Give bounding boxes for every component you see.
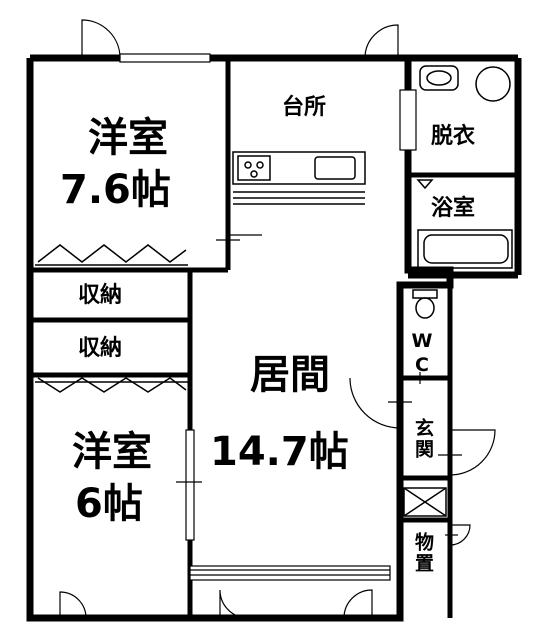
interior-walls — [30, 58, 518, 618]
storage-2-label: 収納 — [78, 336, 123, 361]
bath-label: 浴室 — [431, 196, 476, 221]
closet-marks — [35, 244, 188, 393]
doors — [59, 19, 496, 619]
shoe-box-mark — [403, 487, 447, 517]
western-room-bottom-size: 6帖 — [75, 481, 143, 527]
windows — [119, 53, 417, 581]
living-name: 居間 — [250, 352, 330, 398]
washbasin — [419, 65, 511, 102]
entrance-label: 玄関 — [412, 418, 434, 460]
western-room-top-size: 7.6帖 — [60, 167, 171, 213]
living-size: 14.7帖 — [210, 429, 349, 475]
storage-1-label: 収納 — [78, 283, 123, 308]
kitchen-label: 台所 — [282, 95, 327, 120]
kitchen-counter — [232, 151, 366, 205]
western-room-bottom-name: 洋室 — [72, 429, 152, 475]
toilet-label: WC — [411, 330, 433, 378]
bathtub — [416, 179, 513, 269]
dressing-label: 脱衣 — [431, 124, 476, 149]
storeroom-label: 物置 — [412, 532, 434, 574]
western-room-top-name: 洋室 — [88, 115, 168, 161]
toilet-fixture — [412, 289, 438, 319]
